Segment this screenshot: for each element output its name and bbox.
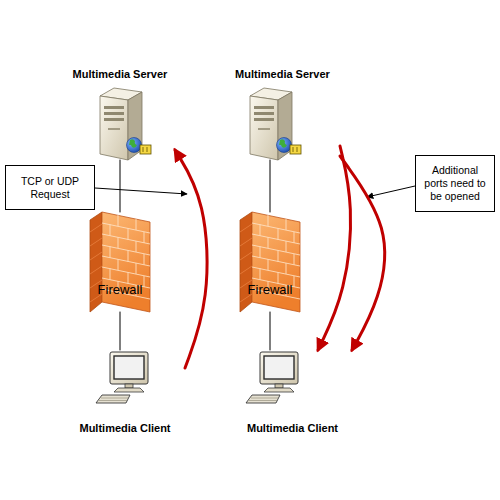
server-icon — [250, 88, 301, 160]
network-link — [270, 312, 271, 350]
callout-box: TCP or UDP Request — [5, 165, 95, 210]
network-link — [270, 160, 271, 212]
client-node: Multimedia Client — [65, 350, 185, 434]
node-label: Multimedia Server — [73, 68, 168, 80]
node-label: Firewall — [98, 282, 143, 297]
server-node: Multimedia Server — [65, 68, 175, 160]
client-icon — [246, 352, 298, 403]
node-label: Firewall — [248, 282, 293, 297]
callout-leader — [367, 186, 415, 197]
callout-text: TCP or UDP Request — [10, 175, 90, 201]
server-icon — [100, 88, 151, 160]
firewall-icon — [240, 212, 300, 312]
traffic-arrow — [175, 150, 207, 368]
callout-leader — [95, 188, 187, 194]
client-icon — [96, 352, 148, 403]
node-label: Multimedia Client — [79, 422, 170, 434]
firewall-icon — [90, 212, 150, 312]
client-node: Multimedia Client — [225, 350, 360, 434]
network-link — [120, 312, 121, 350]
firewall-node: Firewall — [238, 212, 302, 312]
node-label: Multimedia Client — [247, 422, 338, 434]
traffic-arrow — [318, 146, 351, 350]
traffic-arrow — [340, 156, 385, 350]
network-link — [120, 160, 121, 212]
node-label: Multimedia Server — [235, 68, 330, 80]
callout-box: Additional ports need to be opened — [415, 155, 495, 212]
firewall-node: Firewall — [88, 212, 152, 312]
callout-text: Additional ports need to be opened — [420, 164, 490, 203]
server-node: Multimedia Server — [225, 68, 340, 160]
